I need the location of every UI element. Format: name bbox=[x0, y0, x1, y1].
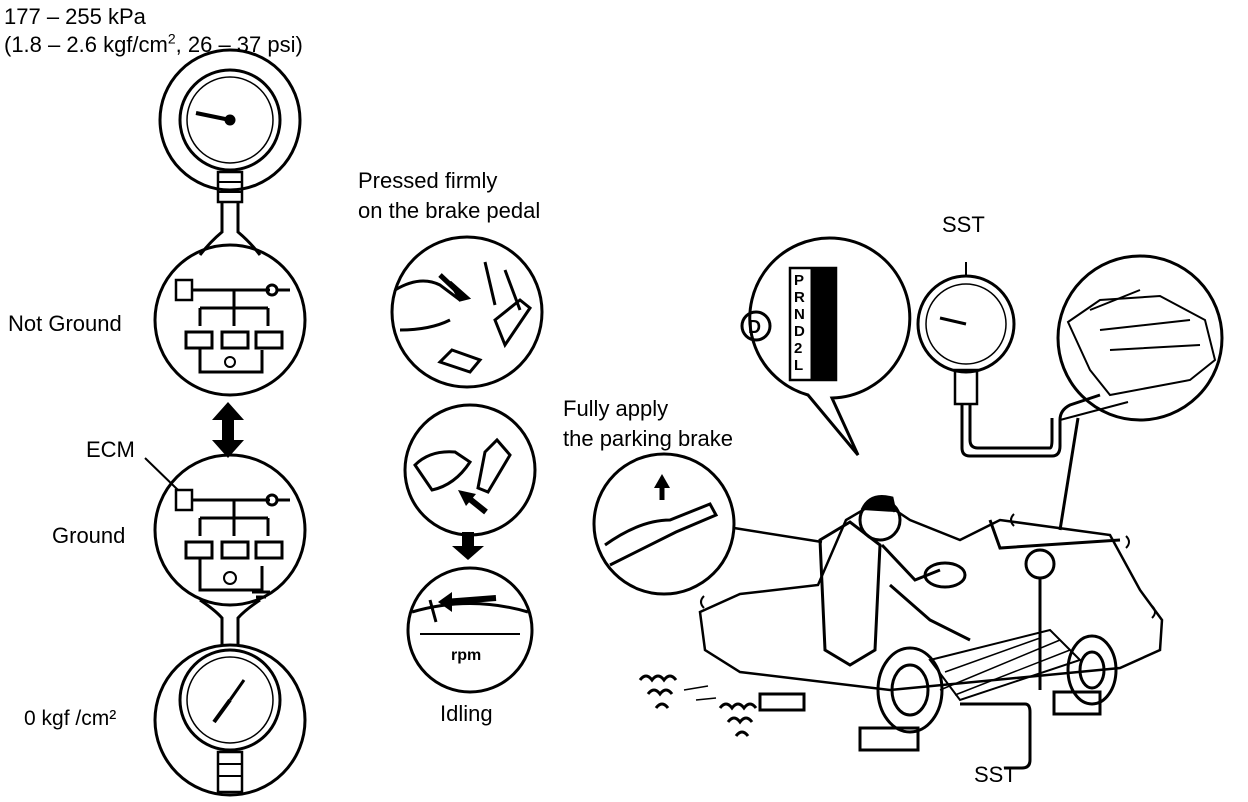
pressure-spec-units-sup: 2 bbox=[167, 30, 176, 47]
pressure-gauge-icon-top bbox=[158, 48, 302, 204]
zero-pressure-label: 0 kgf /cm² bbox=[24, 707, 117, 730]
not-ground-label: Not Ground bbox=[8, 311, 122, 336]
tachometer-icon bbox=[406, 566, 534, 694]
pressure-gauge-icon-bottom bbox=[153, 643, 307, 797]
pressure-gauge-icon-sst bbox=[916, 262, 1101, 458]
shift-positions-label: PRND2L bbox=[794, 272, 805, 374]
shift-d-label: D bbox=[748, 317, 761, 337]
ecm-label: ECM bbox=[86, 437, 135, 462]
pressure-spec-units-a: (1.8 – 2.6 kgf/cm bbox=[4, 32, 168, 57]
car-driver-icon bbox=[638, 495, 1164, 770]
sst-top-label: SST bbox=[942, 212, 985, 237]
parking-brake-label-line1: Fully apply bbox=[563, 396, 669, 421]
connector-icon-not-ground bbox=[153, 243, 307, 397]
engine-callout-icon bbox=[1056, 254, 1224, 531]
pressure-spec-units: (1.8 – 2.6 kgf/cm2, 26 – 37 psi) bbox=[4, 32, 303, 58]
sst-bottom-label: SST bbox=[974, 762, 1017, 787]
pressure-spec-kpa: 177 – 255 kPa bbox=[4, 4, 146, 29]
shift-lever-icon bbox=[740, 236, 912, 456]
rpm-label: rpm bbox=[451, 647, 482, 664]
parking-brake-icon bbox=[592, 452, 823, 596]
idling-label: Idling bbox=[440, 701, 493, 726]
brake-pedal-label-line2: on the brake pedal bbox=[358, 198, 541, 223]
brake-pedal-icon bbox=[390, 235, 544, 389]
down-arrow-icon bbox=[452, 532, 484, 560]
brake-pedal-label-line1: Pressed firmly bbox=[358, 168, 498, 193]
connector-icon-ground bbox=[153, 453, 307, 607]
ground-label: Ground bbox=[52, 523, 126, 548]
pressure-spec-units-b: , 26 – 37 psi) bbox=[175, 32, 303, 57]
shoe-pedal-icon bbox=[403, 403, 537, 537]
double-arrow-icon bbox=[212, 402, 244, 458]
parking-brake-label-line2: the parking brake bbox=[563, 426, 733, 451]
